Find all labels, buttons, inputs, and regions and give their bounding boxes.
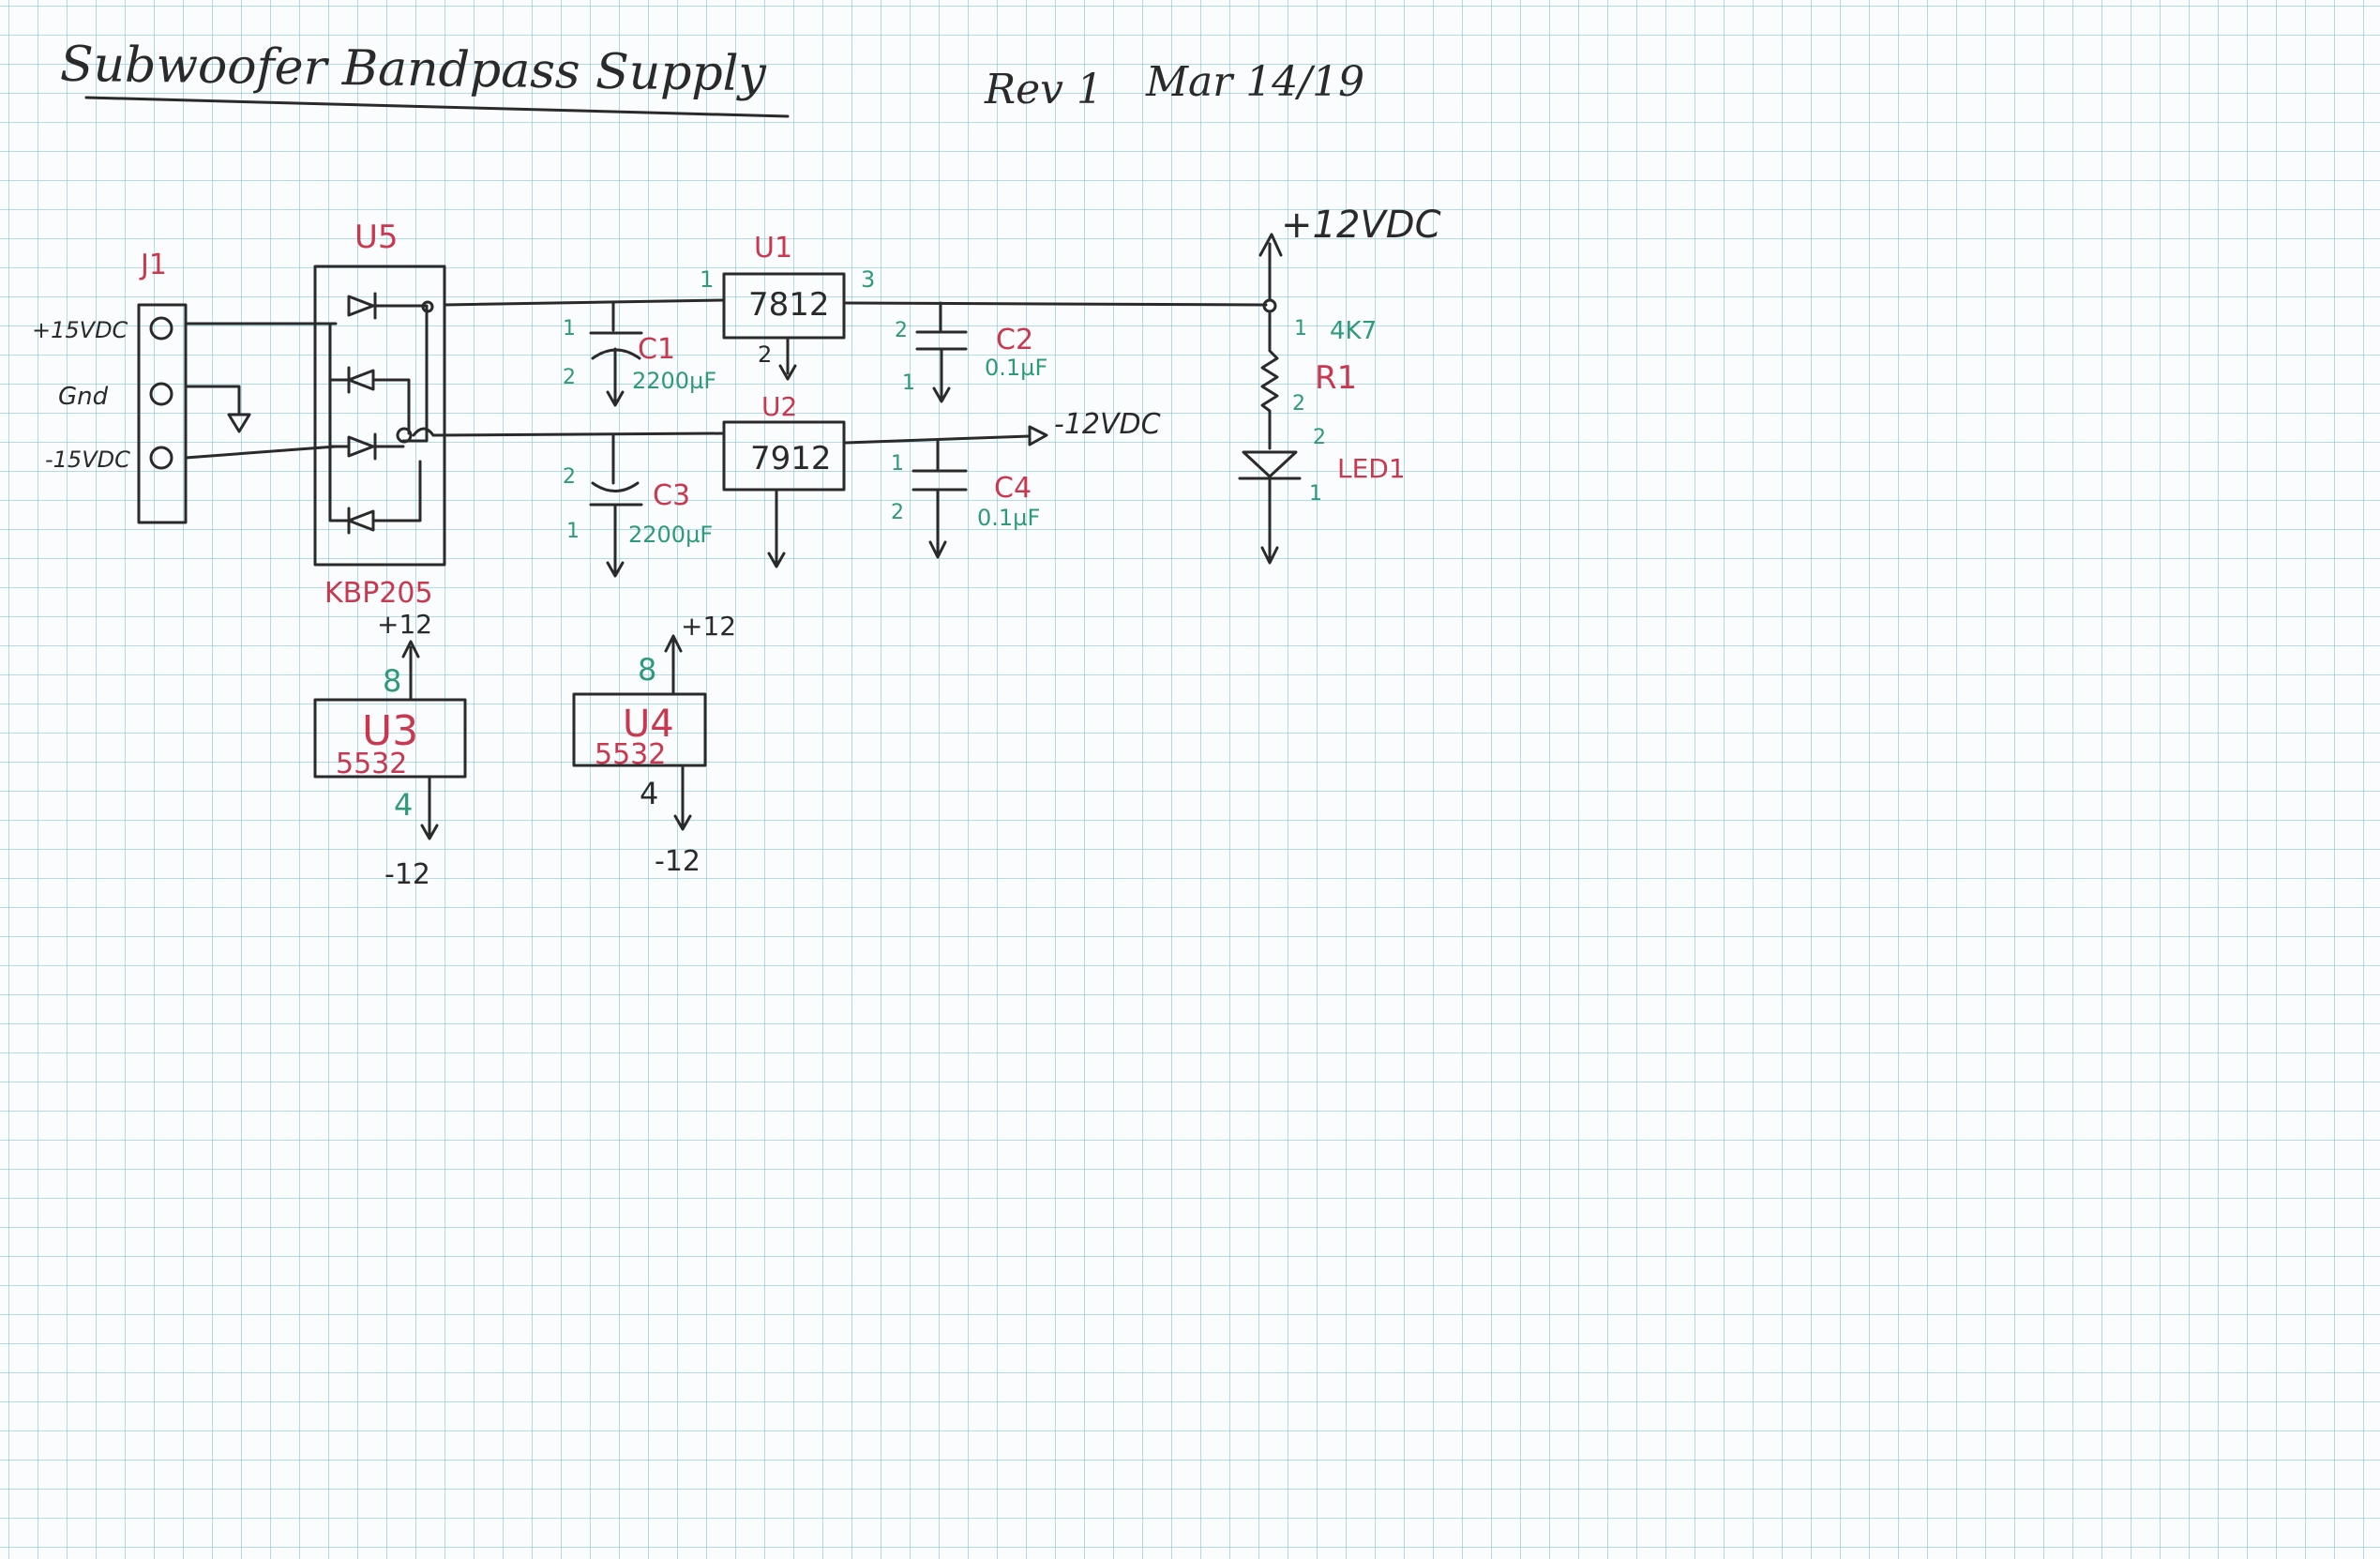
r1-value-label: 4K7 [1330, 317, 1378, 345]
c4-ref-label: C4 [994, 472, 1032, 505]
schematic-sheet: Subwoofer Bandpass Supply Rev 1 Mar 14/1… [0, 0, 1470, 963]
u3-vplus-label: +12 [377, 609, 433, 640]
schematic-drawing [84, 96, 1302, 840]
u3-vminus-arrow [420, 824, 439, 840]
revision-date: Mar 14/19 [1146, 58, 1365, 106]
c2-gnd-arrow [932, 386, 951, 403]
c4-pin-top: 1 [891, 452, 904, 476]
j1-ref-label: J1 [141, 249, 167, 281]
u1-gnd-arrow [778, 364, 797, 381]
c1-gnd-arrow [606, 390, 625, 407]
r1-resistor-zigzag [1260, 310, 1279, 450]
c4-gnd-arrow [928, 540, 947, 559]
c1-value-label: 2200µF [632, 368, 717, 394]
u1-regulator-body [722, 272, 846, 340]
c2-value-label: 0.1µF [985, 355, 1048, 381]
c2-ref-label: C2 [996, 324, 1034, 356]
u4-vplus-arrow [664, 634, 683, 653]
j1-pin-label-plus15: +15VDC [32, 317, 128, 343]
j1-pin-label-gnd: Gnd [58, 383, 109, 411]
u4-part-label: 5532 [595, 738, 667, 771]
r1-pin-bottom: 2 [1292, 392, 1305, 416]
led1-ref-label: LED1 [1337, 453, 1406, 484]
u3-vminus-label: -12 [384, 858, 430, 891]
u4-opamp-body [572, 692, 707, 767]
wire-gnd-j1 [184, 385, 241, 416]
u3-vplus-arrow [401, 640, 420, 658]
c3-pin-bottom: 1 [566, 520, 580, 543]
u4-pin-vplus: 8 [638, 652, 657, 688]
c1-pin-top: 1 [563, 317, 576, 341]
bridge-u5-body [313, 265, 446, 567]
wire-crossover-hop [412, 427, 435, 437]
c3-ref-label: C3 [653, 479, 691, 512]
neg-rail-label: -12VDC [1054, 408, 1161, 441]
bridge-neg-out-node [396, 427, 413, 444]
c1-ref-label: C1 [638, 333, 676, 366]
bridge-part-label: KBP205 [324, 577, 433, 610]
j1-pin-1 [149, 316, 173, 341]
j1-pin-2 [149, 382, 173, 406]
u1-pin-gnd: 2 [758, 341, 773, 368]
wire-neg-rail-to-u2 [431, 431, 726, 437]
pos-rail-arrow [1258, 233, 1283, 257]
u3-part-label: 5532 [336, 748, 408, 780]
wire-pos-rail-out [844, 301, 1268, 307]
c3-value-label: 2200µF [628, 522, 714, 548]
ground-symbol-j1 [227, 413, 251, 433]
u2-part-label: 7912 [750, 440, 832, 477]
c3-plate-top [591, 481, 640, 492]
bridge-diodes [347, 292, 377, 535]
bridge-pos-out-node [421, 300, 434, 313]
led1-pin-bottom: 1 [1309, 482, 1322, 506]
c3-pin-top: 2 [563, 465, 576, 489]
j1-pin-label-minus15: -15VDC [45, 447, 130, 473]
u3-pin-vminus: 4 [394, 787, 414, 823]
led1-pin-top: 2 [1313, 426, 1326, 449]
u4-vminus-label: -12 [655, 845, 700, 878]
j1-pin-3 [149, 446, 173, 470]
u2-gnd-arrow [767, 552, 786, 568]
led1-gnd-arrow [1260, 546, 1279, 565]
u1-ref-label: U1 [754, 232, 793, 265]
bridge-internal-wiring [328, 304, 429, 522]
neg-rail-arrow [1028, 425, 1048, 447]
u1-part-label: 7812 [748, 286, 830, 324]
c2-pin-bottom: 1 [902, 371, 915, 395]
u4-vminus-arrow [673, 814, 692, 831]
j1-connector-body [137, 303, 188, 524]
c2-pin-top: 2 [895, 319, 908, 342]
c4-value-label: 0.1µF [977, 505, 1041, 531]
title-underline [84, 96, 790, 118]
u4-ref-label: U4 [623, 703, 674, 746]
u3-pin-vplus: 8 [383, 663, 402, 699]
u2-regulator-body [722, 420, 846, 492]
c3-gnd-arrow [606, 561, 625, 578]
r1-pin-top: 1 [1294, 317, 1307, 341]
u2-ref-label: U2 [761, 391, 798, 422]
led1-triangle [1242, 450, 1298, 478]
bridge-ref-label: U5 [354, 219, 399, 256]
revision-label: Rev 1 [985, 66, 1104, 114]
u4-pin-vminus: 4 [640, 776, 659, 811]
u3-ref-label: U3 [362, 707, 419, 755]
wire-minus15-in [184, 445, 338, 460]
pos-rail-label: +12VDC [1281, 204, 1441, 247]
r1-ref-label: R1 [1315, 359, 1358, 397]
page-title: Subwoofer Bandpass Supply [59, 36, 767, 103]
u1-pin-in: 1 [700, 266, 715, 293]
c1-pin-bottom: 2 [563, 366, 576, 389]
u4-vplus-label: +12 [681, 611, 737, 642]
u3-opamp-body [313, 698, 467, 779]
wire-pos-rail-to-u1 [443, 298, 726, 307]
c4-pin-bottom: 2 [891, 501, 904, 524]
u1-pin-out: 3 [861, 266, 876, 293]
